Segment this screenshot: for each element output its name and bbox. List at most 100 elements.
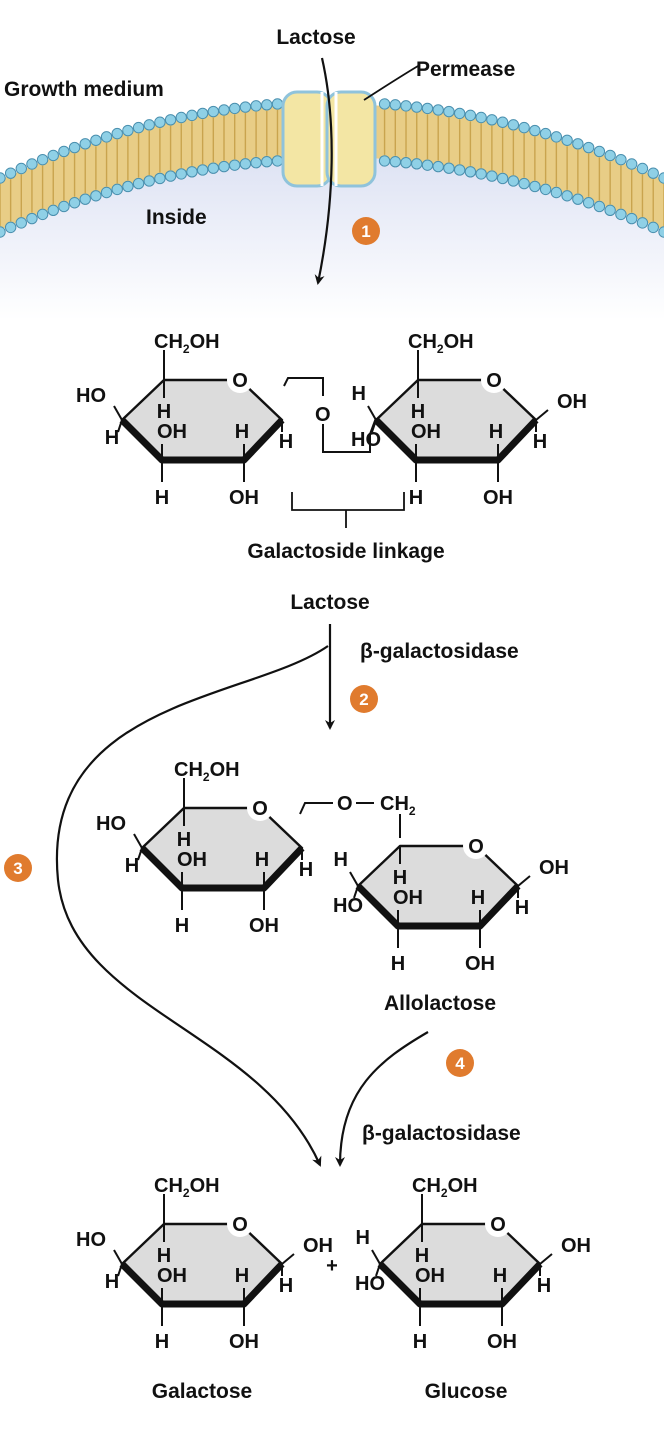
enzyme-label-1: β-galactosidase (360, 640, 519, 663)
ring-oxygen: O (232, 370, 248, 392)
lactose-top-label: Lactose (276, 26, 355, 49)
c3-oh: OH (393, 887, 423, 909)
ch2oh-group: CH2OH (154, 331, 220, 356)
c3-h: H (391, 953, 405, 975)
lipid-head-inner (15, 217, 27, 229)
lipid-head-inner (132, 177, 145, 190)
step-badge-3: 3 (4, 854, 32, 882)
step-badge-2: 2 (350, 685, 378, 713)
lipid-head-outer (207, 105, 220, 118)
ring-oxygen: O (486, 370, 502, 392)
lipid-head-inner (175, 168, 187, 180)
lipid-head-inner (154, 172, 166, 185)
lipid-head-outer (432, 104, 444, 116)
lipid-head-inner (443, 162, 455, 174)
lipid-head-inner (582, 197, 595, 209)
lipid-head-inner (100, 186, 113, 199)
lipid-head-inner (636, 217, 649, 229)
lipid-head-inner (26, 212, 38, 225)
ring-oxygen: O (490, 1214, 506, 1236)
c1-h: H (533, 431, 547, 453)
lipid-head-outer (582, 141, 595, 154)
lipid-head-inner (271, 155, 284, 167)
lipid-head-inner (593, 200, 606, 213)
lipid-head-outer (625, 158, 638, 170)
direct-hydrolysis-arrow (55, 645, 329, 1167)
lipid-head-inner (625, 212, 638, 225)
c3-h: H (155, 1331, 169, 1353)
svg-text:4: 4 (455, 1054, 465, 1073)
c4-ho: HO (76, 1229, 106, 1251)
glucose-label: Glucose (425, 1380, 508, 1403)
c1-h: H (279, 431, 293, 453)
lipid-head-inner (218, 160, 230, 173)
c4-h: H (105, 427, 119, 449)
allolactose-bond (299, 802, 374, 815)
lipid-head-outer (228, 102, 241, 115)
lipid-head-inner (464, 166, 477, 178)
c4-ho: HO (333, 895, 363, 917)
step-badge-1: 1 (352, 217, 380, 245)
c1-oh: OH (561, 1235, 591, 1257)
lipid-head-outer (389, 99, 401, 111)
lipid-head-outer (486, 114, 498, 126)
lipid-head-outer (132, 121, 145, 134)
lipid-head-inner (207, 162, 220, 174)
lipid-head-outer (604, 149, 616, 162)
c5-h: H (393, 867, 407, 889)
permease-protein (281, 90, 377, 188)
lipid-head-outer (539, 127, 552, 140)
lipid-head-inner (453, 164, 466, 176)
c1-h: H (299, 859, 313, 881)
lipid-head-inner (496, 172, 509, 185)
c2-h: H (489, 421, 503, 443)
c2-oh: OH (483, 487, 513, 509)
lipid-head-inner (79, 193, 91, 205)
lipid-head-outer (464, 109, 477, 122)
lipid-head-outer (250, 100, 262, 112)
lipid-head-inner (647, 221, 659, 234)
lipid-head-outer (47, 149, 59, 162)
permease-leader (363, 65, 419, 101)
lactose-glycosidic-bond (283, 377, 377, 453)
lipid-head-inner (507, 175, 520, 187)
c2-oh: OH (487, 1331, 517, 1353)
c1-oh: OH (557, 391, 587, 413)
lipid-head-outer (15, 162, 27, 175)
lipid-head-inner (561, 190, 573, 202)
lipid-head-outer (496, 116, 509, 128)
galactoside-linkage-label: Galactoside linkage (247, 540, 444, 563)
lipid-head-inner (378, 155, 391, 167)
c5-h: H (157, 1245, 171, 1267)
lipid-head-outer (196, 107, 209, 120)
c1-oh: OH (539, 857, 569, 879)
lipid-head-outer (79, 138, 91, 150)
svg-text:2: 2 (359, 690, 368, 709)
lipid-head-inner (228, 159, 241, 171)
c3-oh: OH (157, 421, 187, 443)
c2-h: H (471, 887, 485, 909)
lipid-head-inner (486, 170, 498, 182)
lipid-head-outer (400, 100, 412, 112)
c3-oh: OH (157, 1265, 187, 1287)
c3-h: H (413, 1331, 427, 1353)
c5-h: H (411, 401, 425, 423)
lipid-head-inner (550, 186, 563, 199)
lipid-head-inner (4, 221, 17, 234)
lipid-head-outer (58, 145, 70, 158)
permease-label: Permease (416, 58, 515, 81)
c2-oh: OH (229, 1331, 259, 1353)
c5-h: H (177, 829, 191, 851)
ring-oxygen: O (252, 798, 268, 820)
step-badge-4: 4 (446, 1049, 474, 1077)
lipid-head-inner (615, 208, 627, 221)
c4-h: H (105, 1271, 119, 1293)
lipid-head-outer (143, 119, 155, 131)
lipid-head-inner (604, 204, 616, 217)
lipid-head-inner (400, 157, 412, 169)
allolactose-hydrolysis-arrow (335, 1031, 429, 1167)
lipid-head-outer (36, 153, 49, 166)
